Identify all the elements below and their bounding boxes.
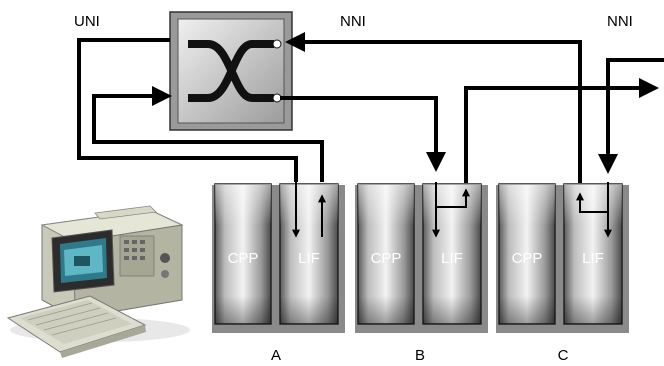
shelf-label-a: A xyxy=(271,347,281,364)
shelf-c: CPP LIF C xyxy=(496,183,629,364)
lif-c-to-switch-line xyxy=(285,32,582,183)
lif-internal-arrows xyxy=(292,182,612,238)
shelf-label-b: B xyxy=(415,347,425,364)
lif-label-b: LIF xyxy=(441,250,463,267)
test-terminal-computer-icon xyxy=(6,205,190,358)
cpp-label-c: CPP xyxy=(512,250,543,267)
port-bottom-icon xyxy=(272,93,282,103)
uni-outgoing-line xyxy=(77,38,298,182)
lif-label-c: LIF xyxy=(582,250,604,267)
cpp-label-b: CPP xyxy=(371,250,402,267)
port-top-icon xyxy=(272,39,282,49)
lif-label-a: LIF xyxy=(298,250,320,267)
cpp-label-a: CPP xyxy=(228,250,259,267)
shelf-a: CPP LIF A xyxy=(212,183,345,364)
lif-b-to-nni-out-line xyxy=(464,78,659,183)
shelf-label-c: C xyxy=(558,347,569,364)
uni-return-line xyxy=(92,86,324,182)
shelf-b: CPP LIF B xyxy=(355,183,488,364)
nni-in-to-lif-c-line xyxy=(598,58,664,174)
nni-right-label: NNI xyxy=(607,13,633,30)
connections xyxy=(77,32,664,183)
switch-fabric-box xyxy=(169,11,293,131)
switch-to-lif-b-line xyxy=(280,96,446,172)
nni-left-label: NNI xyxy=(340,13,366,30)
uni-label: UNI xyxy=(74,13,100,30)
